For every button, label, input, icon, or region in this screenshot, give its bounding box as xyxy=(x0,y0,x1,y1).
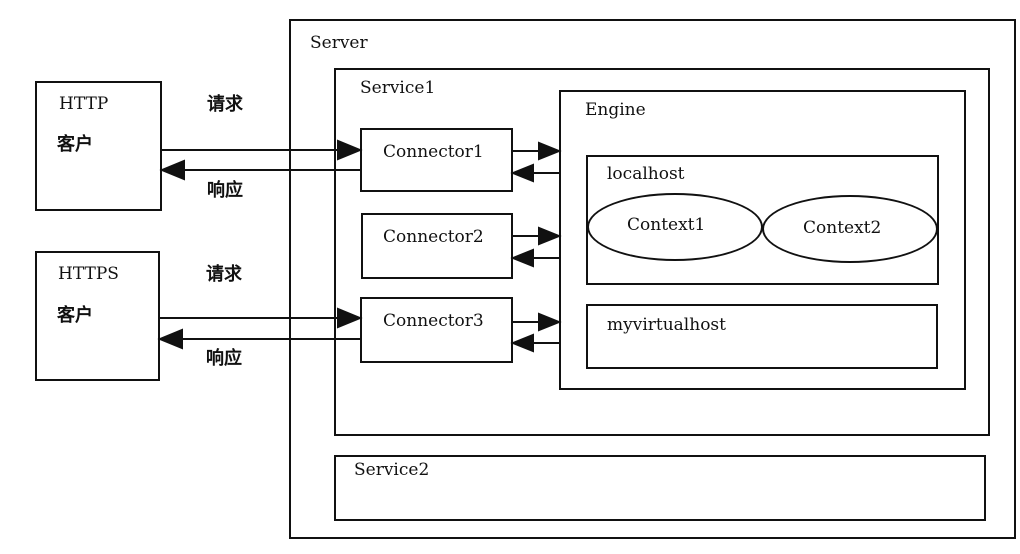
arrowhead-http-request xyxy=(337,139,363,161)
connector2-box xyxy=(361,213,513,279)
https-client-box xyxy=(35,251,160,381)
connector2-label: Connector2 xyxy=(383,227,484,247)
server-label: Server xyxy=(310,33,368,53)
arrowhead-engine-to-c3 xyxy=(510,333,534,353)
https-client-protocol: HTTPS xyxy=(58,264,119,284)
arrowhead-c1-to-engine xyxy=(538,141,562,161)
http-client-protocol: HTTP xyxy=(59,94,109,114)
https-client-role: 客户 xyxy=(57,305,93,326)
connector3-label: Connector3 xyxy=(383,311,484,331)
connector1-label: Connector1 xyxy=(383,142,484,162)
service1-box xyxy=(334,68,990,436)
context1-label: Context1 xyxy=(627,215,706,235)
connector3-box xyxy=(360,297,513,363)
arrowhead-engine-to-c1 xyxy=(510,163,534,183)
connector1-box xyxy=(360,128,513,192)
service2-box xyxy=(334,455,986,521)
server-box xyxy=(289,19,1016,539)
request-label-https: 请求 xyxy=(206,264,242,285)
context2-label: Context2 xyxy=(803,218,882,238)
arrowhead-https-response xyxy=(157,328,183,350)
service1-label: Service1 xyxy=(360,78,436,98)
myvirtualhost-label: myvirtualhost xyxy=(607,315,726,335)
response-label-http: 响应 xyxy=(207,180,243,201)
response-label-https: 响应 xyxy=(206,348,242,369)
engine-label: Engine xyxy=(585,100,646,120)
http-client-box xyxy=(35,81,162,211)
service2-label: Service2 xyxy=(354,460,430,480)
arrowhead-c2-to-engine xyxy=(538,226,562,246)
localhost-box xyxy=(586,155,939,285)
arrowhead-http-response xyxy=(159,159,185,181)
localhost-label: localhost xyxy=(607,164,685,184)
context2-ellipse xyxy=(762,195,938,263)
request-label-http: 请求 xyxy=(207,94,243,115)
http-client-role: 客户 xyxy=(57,134,93,155)
myvirtualhost-box xyxy=(586,304,938,369)
engine-box xyxy=(559,90,966,390)
arrowhead-https-request xyxy=(337,307,363,329)
arrowhead-engine-to-c2 xyxy=(510,248,534,268)
arrowhead-c3-to-engine xyxy=(538,312,562,332)
